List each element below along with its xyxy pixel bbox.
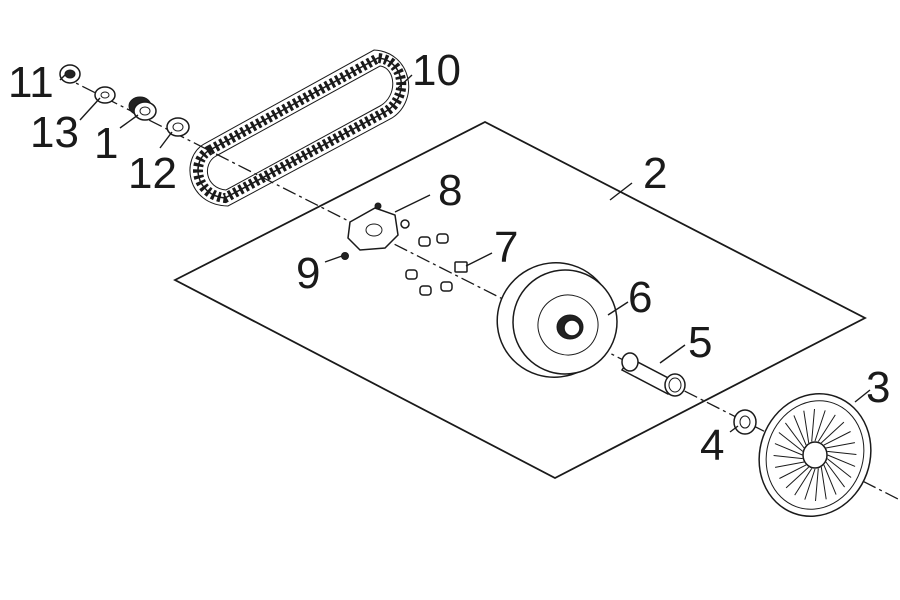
callout-13: 13 bbox=[30, 108, 79, 157]
fan-blade bbox=[814, 410, 826, 442]
fan-blade bbox=[820, 421, 845, 444]
fan-blade bbox=[774, 443, 803, 456]
fan-blade bbox=[825, 442, 855, 449]
fan-blade bbox=[827, 450, 857, 455]
fixed-drive-face bbox=[758, 393, 872, 517]
leader-lines bbox=[59, 73, 871, 433]
slider-piece bbox=[454, 261, 468, 273]
callout-1: 1 bbox=[94, 119, 118, 168]
callout-labels: 11 13 1 12 10 2 8 9 7 6 5 4 3 bbox=[8, 46, 890, 470]
fan-blade bbox=[815, 468, 819, 502]
callout-3: 3 bbox=[866, 363, 890, 412]
fan-blade bbox=[820, 467, 827, 500]
fan-blade bbox=[784, 422, 805, 449]
fan-blade bbox=[793, 415, 807, 446]
fan-blade bbox=[827, 454, 856, 467]
fan-blade bbox=[794, 468, 813, 496]
fan-blade bbox=[803, 410, 810, 443]
roller-weights bbox=[405, 233, 453, 296]
fan-blade bbox=[804, 468, 816, 500]
drive-belt bbox=[189, 49, 410, 207]
callout-6: 6 bbox=[628, 273, 652, 322]
ramp-plate bbox=[347, 202, 410, 251]
fan-blade bbox=[811, 408, 815, 442]
pin-9 bbox=[341, 252, 349, 260]
callout-11: 11 bbox=[8, 58, 54, 107]
bushing bbox=[620, 352, 686, 397]
fan-blade bbox=[823, 464, 837, 495]
fan-blade bbox=[823, 431, 851, 446]
callout-10: 10 bbox=[412, 46, 461, 95]
fan-blade bbox=[825, 461, 846, 488]
callout-5: 5 bbox=[688, 318, 712, 367]
washer-12 bbox=[166, 117, 190, 137]
callout-9: 9 bbox=[296, 249, 320, 298]
callout-4: 4 bbox=[700, 421, 724, 470]
fan-blade bbox=[778, 432, 804, 452]
fan-blade bbox=[826, 458, 852, 478]
nut bbox=[59, 64, 81, 84]
washer-4 bbox=[733, 409, 757, 435]
callout-7: 7 bbox=[494, 223, 518, 272]
fan-blade bbox=[817, 414, 836, 442]
callout-8: 8 bbox=[438, 166, 462, 215]
fan-blade bbox=[785, 466, 810, 489]
fan-blade bbox=[773, 455, 803, 460]
callout-2: 2 bbox=[643, 149, 667, 198]
movable-drive-face bbox=[496, 262, 618, 378]
fan-blade bbox=[775, 461, 805, 468]
center-axis-line bbox=[59, 74, 900, 501]
fan-blade bbox=[779, 464, 807, 479]
assembly-frame bbox=[173, 120, 867, 480]
collar-1 bbox=[128, 96, 157, 121]
callout-12: 12 bbox=[128, 149, 177, 198]
